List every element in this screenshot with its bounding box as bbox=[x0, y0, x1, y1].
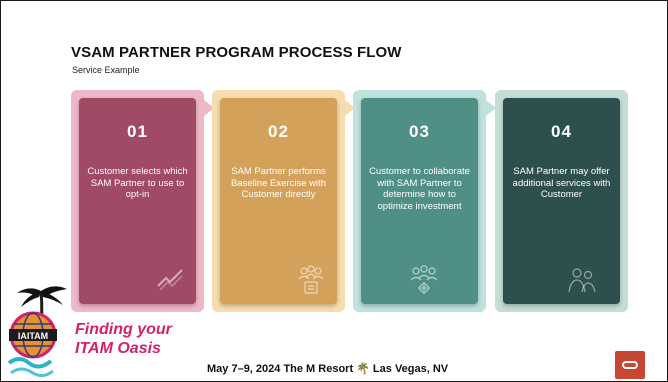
event-info: May 7–9, 2024 The M Resort 🌴 Las Vegas, … bbox=[207, 363, 449, 375]
step-2: 02 SAM Partner performs Baseline Exercis… bbox=[212, 90, 355, 312]
step-1: 01 Customer selects which SAM Partner to… bbox=[71, 90, 214, 312]
step-3: 03 Customer to collaborate with SAM Part… bbox=[353, 90, 496, 312]
step-text: Customer selects which SAM Partner to us… bbox=[87, 166, 188, 200]
step-card: 04 SAM Partner may offer additional serv… bbox=[503, 98, 620, 304]
step-4: 04 SAM Partner may offer additional serv… bbox=[495, 90, 628, 312]
iaitam-logo: IAITAM bbox=[7, 286, 67, 378]
step-arrow bbox=[204, 100, 214, 116]
step-card: 01 Customer selects which SAM Partner to… bbox=[79, 98, 196, 304]
slide-subtitle: Service Example bbox=[72, 65, 140, 75]
globe-badge: IAITAM bbox=[9, 311, 57, 359]
palm-tree-icon bbox=[17, 286, 67, 336]
wave-decoration bbox=[7, 357, 54, 378]
step-text: Customer to collaborate with SAM Partner… bbox=[369, 166, 470, 212]
slide-title: VSAM PARTNER PROGRAM PROCESS FLOW bbox=[71, 44, 402, 61]
tagline-line2: ITAM Oasis bbox=[75, 340, 161, 357]
handshake-icon bbox=[157, 269, 183, 291]
step-number: 04 bbox=[551, 122, 572, 141]
svg-text:IAITAM: IAITAM bbox=[18, 331, 48, 341]
step-card: 03 Customer to collaborate with SAM Part… bbox=[361, 98, 478, 304]
step-arrow bbox=[486, 100, 496, 116]
people-support-icon bbox=[568, 268, 596, 293]
step-number: 03 bbox=[409, 122, 430, 141]
step-text: SAM Partner performs Baseline Exercise w… bbox=[230, 166, 327, 200]
oracle-logo-icon bbox=[615, 351, 645, 379]
tagline: Finding your ITAM Oasis bbox=[75, 320, 172, 358]
step-text: SAM Partner may offer additional service… bbox=[512, 166, 611, 200]
tagline-line1: Finding your bbox=[75, 321, 172, 338]
step-number: 01 bbox=[127, 122, 148, 141]
step-card: 02 SAM Partner performs Baseline Exercis… bbox=[220, 98, 337, 304]
team-gear-icon bbox=[410, 265, 438, 294]
step-number: 02 bbox=[268, 122, 289, 141]
step-arrow bbox=[345, 100, 355, 116]
team-review-icon bbox=[298, 265, 324, 294]
